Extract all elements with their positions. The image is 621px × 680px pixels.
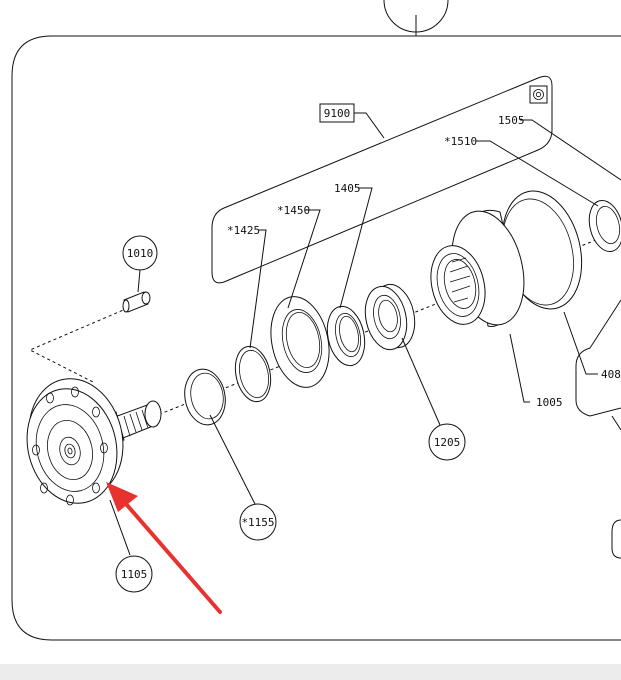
drawing-frame bbox=[11, 35, 621, 641]
callout-1155 bbox=[239, 503, 277, 541]
leader-lines bbox=[109, 112, 621, 556]
part-washer-1450 bbox=[270, 296, 330, 388]
label-1010: 1010 bbox=[127, 247, 154, 260]
label-1405: 1405 bbox=[334, 182, 361, 195]
kit-408-panel bbox=[575, 299, 621, 417]
label-1155: *1155 bbox=[241, 516, 274, 529]
label-408: 408 bbox=[601, 368, 621, 381]
callout-1205 bbox=[428, 423, 466, 461]
part-ring-1405 bbox=[326, 305, 366, 367]
right-edge-callout bbox=[611, 519, 621, 559]
callout-1010 bbox=[122, 235, 158, 271]
part-bolt bbox=[122, 291, 151, 313]
footer-bar bbox=[0, 664, 621, 680]
part-bearing-1205 bbox=[364, 283, 416, 351]
bolt-assembly-path bbox=[28, 307, 129, 384]
label-9100: 9100 bbox=[324, 107, 351, 120]
ring-symbol-icon bbox=[529, 85, 548, 104]
label-1425: *1425 bbox=[227, 224, 260, 237]
label-1450: *1450 bbox=[277, 204, 310, 217]
part-seal-1510 bbox=[588, 199, 621, 253]
kit-9100-box bbox=[319, 103, 355, 123]
label-1105: 1105 bbox=[121, 568, 148, 581]
part-seal-1155 bbox=[184, 368, 226, 426]
label-1510: *1510 bbox=[444, 135, 477, 148]
label-1205: 1205 bbox=[434, 436, 461, 449]
part-oring-1425 bbox=[234, 345, 272, 403]
annotation-arrow bbox=[106, 482, 222, 614]
label-1005: 1005 bbox=[536, 396, 563, 409]
part-flange-shaft bbox=[26, 378, 162, 506]
shaft-splines bbox=[111, 400, 162, 441]
label-1505: 1505 bbox=[498, 114, 525, 127]
part-hub-1005 bbox=[430, 190, 583, 327]
kit-9100-panel bbox=[211, 75, 553, 284]
callout-1105 bbox=[115, 555, 153, 593]
